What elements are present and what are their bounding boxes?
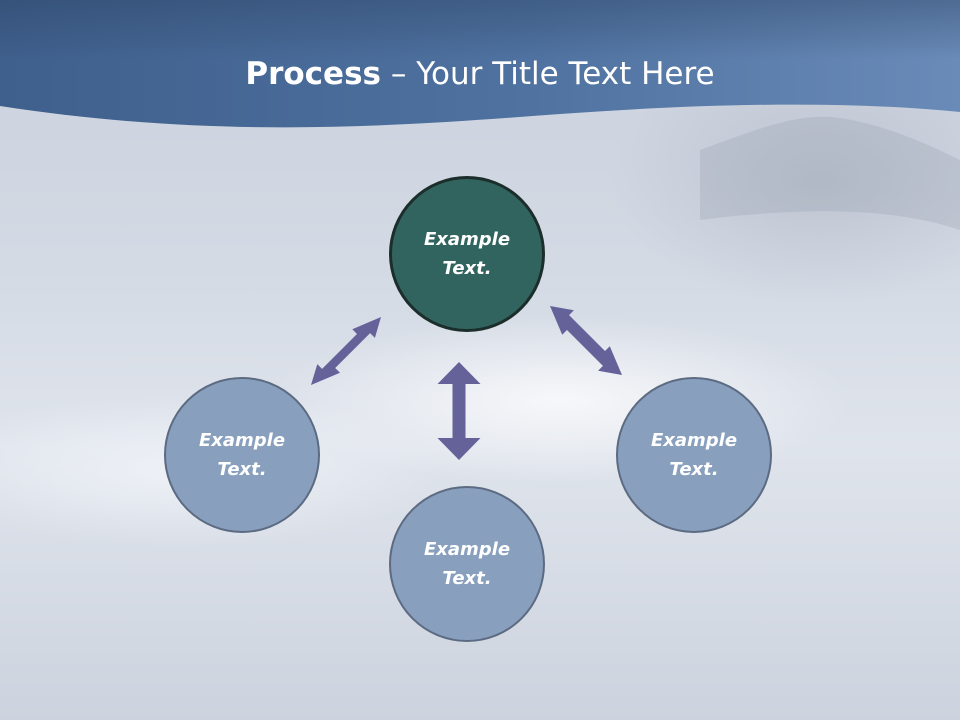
arrow-top-left [311,317,381,385]
process-node-left-label: Example Text. [198,430,286,480]
hill-silhouette [700,116,960,230]
title-bold-part: Process [245,56,381,92]
header-band-shade [0,0,960,60]
arrow-top-bottom [437,362,481,460]
process-node-center: Example Text. [389,176,545,332]
process-node-left: Example Text. [164,377,320,533]
arrow-top-right [550,306,622,375]
process-node-right: Example Text. [616,377,772,533]
title-rest-part: – Your Title Text Here [381,56,715,92]
process-node-center-label: Example Text. [423,229,511,279]
slide-title: Process – Your Title Text Here [0,52,960,96]
process-node-right-label: Example Text. [650,430,738,480]
process-node-bottom-label: Example Text. [423,539,511,589]
process-node-bottom: Example Text. [389,486,545,642]
